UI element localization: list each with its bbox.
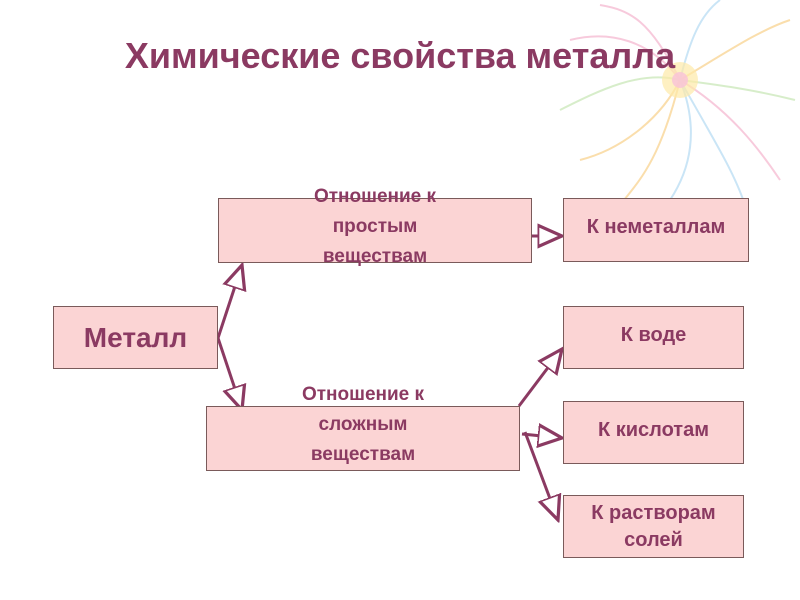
- node-metal-label: Металл: [83, 321, 188, 353]
- firework-decoration: [559, 0, 796, 206]
- node-simple-label: Отношение к простым веществам: [313, 185, 437, 267]
- node-acids: К кислотам: [563, 401, 744, 464]
- node-salts: К растворам солей: [563, 495, 744, 558]
- node-complex-label: Отношение к сложным веществам: [301, 383, 425, 465]
- node-water-label: К воде: [620, 323, 687, 346]
- node-complex-substances: Отношение к сложным веществам: [206, 384, 520, 471]
- node-simple-substances: Отношение к простым веществам: [218, 186, 532, 267]
- node-acids-label: К кислотам: [597, 418, 710, 441]
- node-metal: Металл: [53, 306, 218, 369]
- node-nonmetals: К неметаллам: [563, 198, 749, 262]
- arrow-complex-to-salts: [523, 431, 558, 520]
- arrow-complex-to-water: [517, 349, 562, 407]
- arrow-complex-to-acids: [521, 434, 562, 438]
- arrow-metal-to-complex: [216, 337, 242, 410]
- node-salts-label: К растворам солей: [591, 501, 716, 551]
- arrow-metal-to-simple: [216, 265, 242, 339]
- node-nonmetals-label: К неметаллам: [586, 216, 726, 238]
- node-water: К воде: [563, 306, 744, 369]
- slide-title: Химические свойства металла: [124, 35, 676, 76]
